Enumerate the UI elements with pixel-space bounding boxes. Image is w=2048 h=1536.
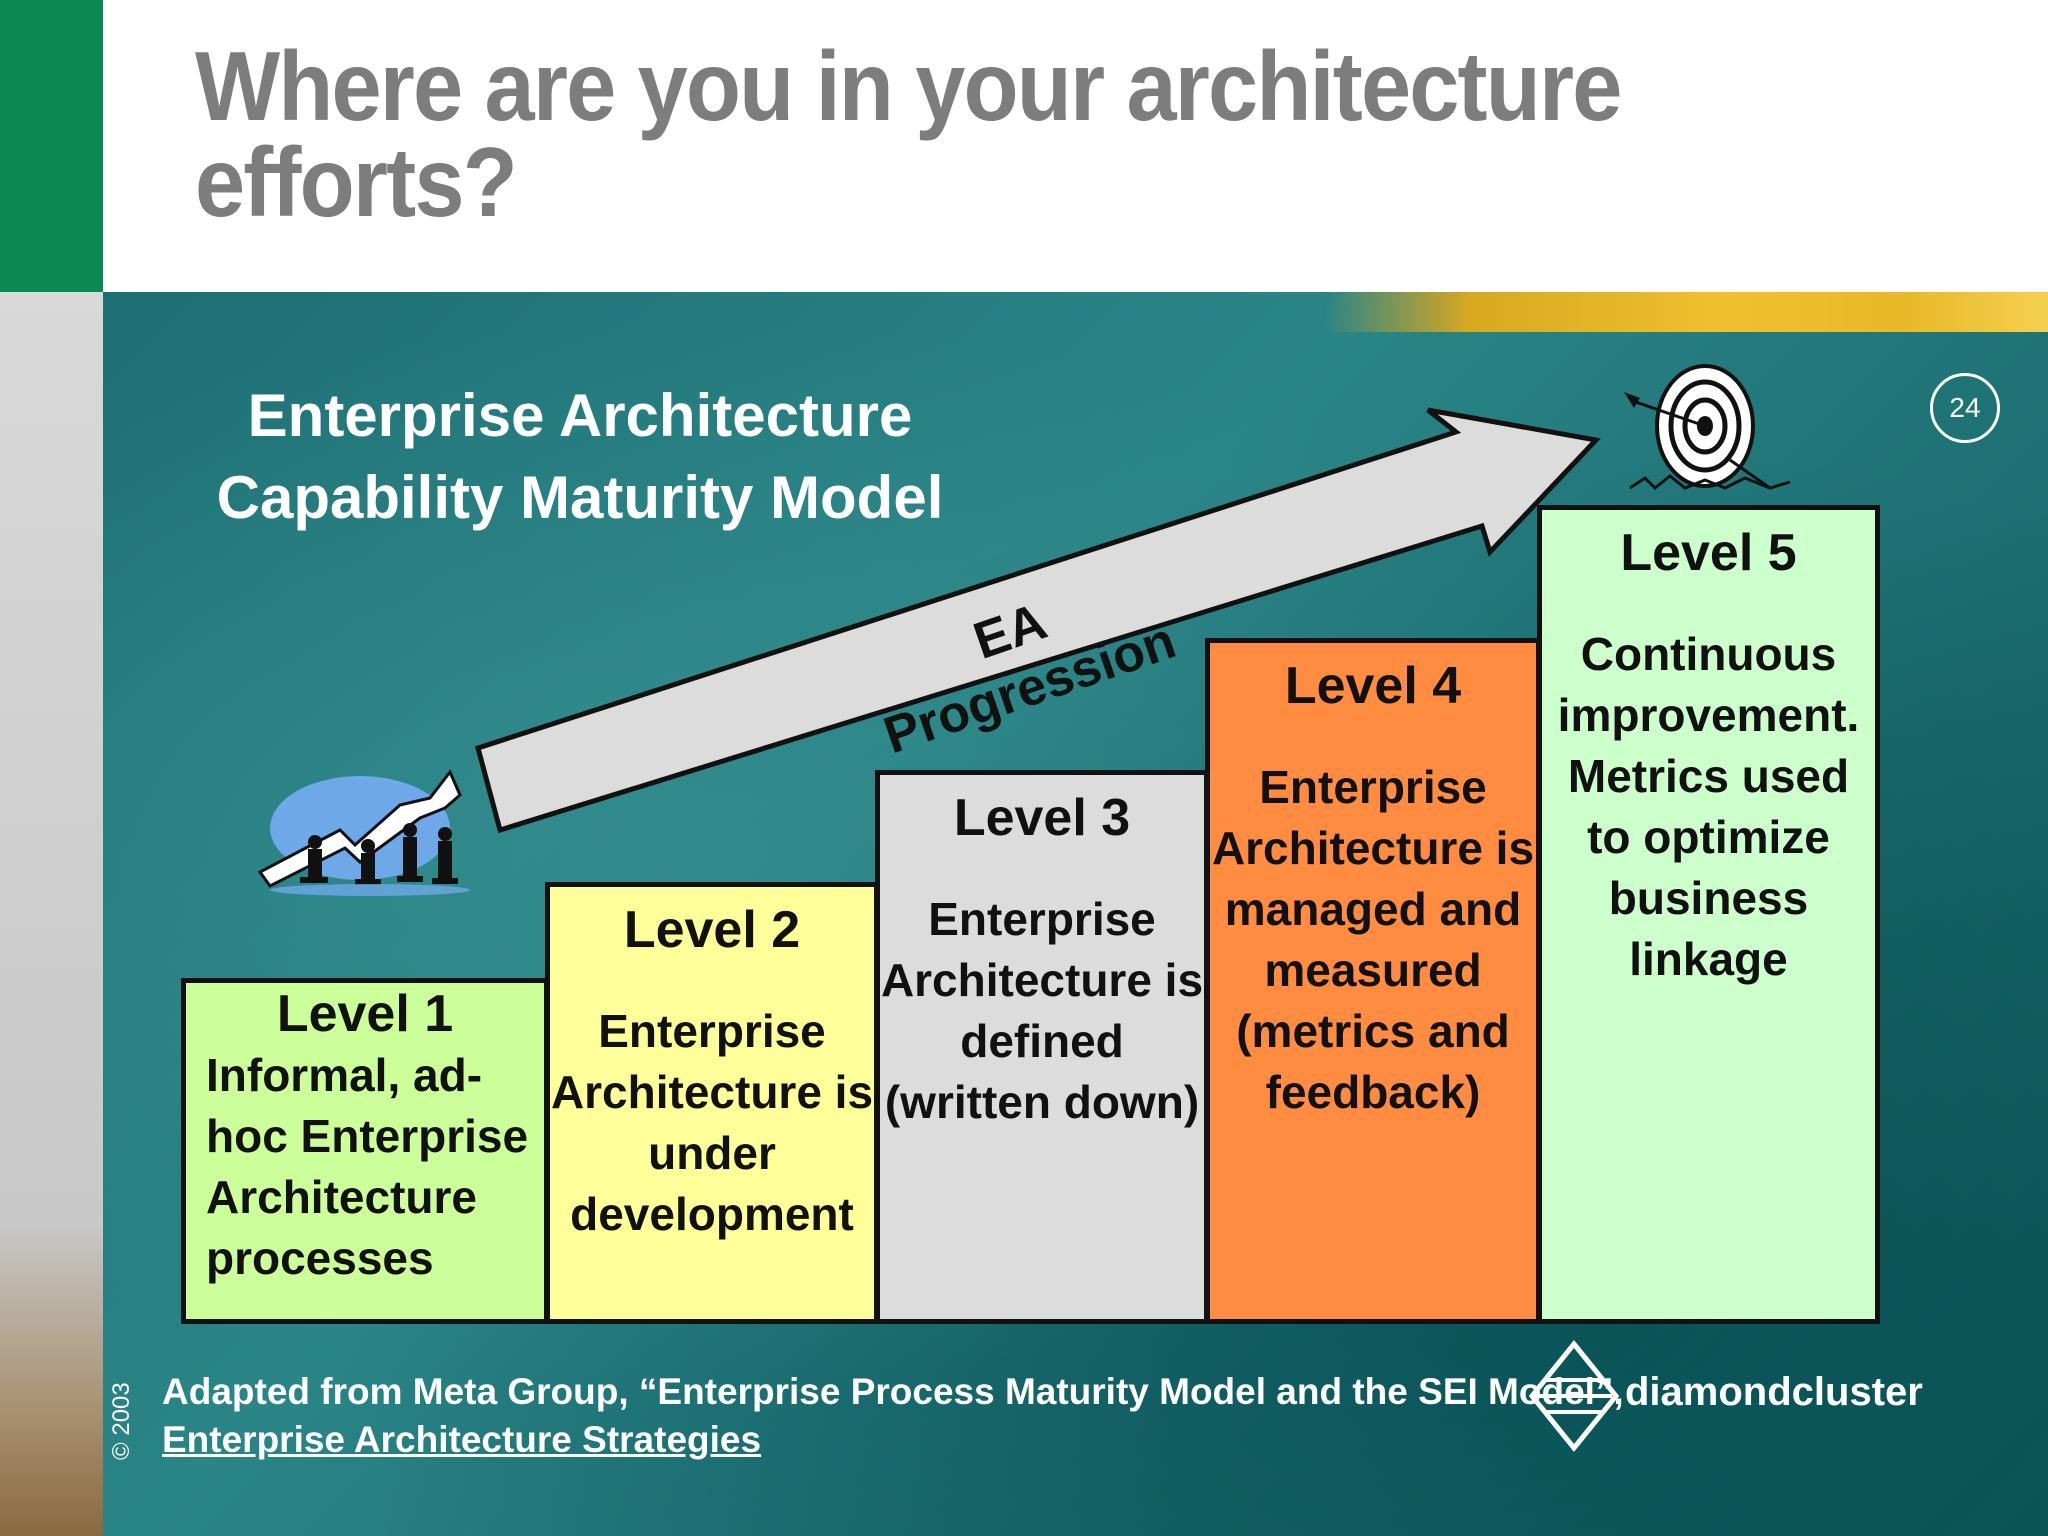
diamond-logo-icon	[1528, 1340, 1620, 1452]
title-area	[103, 0, 2048, 292]
level-5-label: Level 5	[1620, 524, 1797, 582]
brand-name: diamondcluster	[1625, 1370, 1923, 1414]
source-link[interactable]: Enterprise Architecture Strategies	[162, 1419, 762, 1460]
level-5-box: Level 5 Continuous improvement. Metrics …	[1537, 505, 1880, 1324]
level-3-description: Enterprise Architecture is defined (writ…	[880, 893, 1204, 1128]
level-2-description: Enterprise Architecture is under develop…	[550, 1005, 874, 1240]
gold-band	[1325, 292, 2048, 332]
level-1-box: Level 1 Informal, ad-hoc Enterprise Arch…	[181, 978, 549, 1324]
model-title-line1: Enterprise Architecture	[247, 382, 913, 449]
team-pushing-arrow-icon	[257, 769, 470, 896]
source-line-1: Adapted from Meta Group, “Enterprise Pro…	[162, 1371, 1624, 1412]
level-2-label: Level 2	[623, 901, 801, 959]
left-gray-strip	[0, 292, 103, 1536]
copyright: © 2003	[108, 1382, 135, 1460]
level-1-label: Level 1	[276, 985, 454, 1043]
source-citation: Adapted from Meta Group, “Enterprise Pro…	[162, 1368, 1624, 1464]
level-4-box: Level 4 Enterprise Architecture is manag…	[1205, 638, 1541, 1324]
level-4-description: Enterprise Architecture is managed and m…	[1211, 761, 1535, 1118]
progression-arrow-shape	[474, 407, 1602, 834]
level-4-label: Level 4	[1284, 657, 1462, 715]
left-green-strip	[0, 0, 103, 292]
level-3-box: Level 3 Enterprise Architecture is defin…	[875, 770, 1209, 1324]
page-number-badge: 24	[1930, 373, 2000, 443]
level-2-box: Level 2 Enterprise Architecture is under…	[545, 882, 879, 1324]
target-with-arrow-icon	[1624, 364, 1791, 491]
level-5-description: Continuous improvement. Metrics used to …	[1557, 628, 1860, 985]
slide-title: Where are you in your architecture effor…	[195, 31, 1622, 237]
level-3-label: Level 3	[953, 789, 1131, 847]
model-title: Enterprise Architecture Capability Matur…	[190, 375, 970, 539]
model-title-line2: Capability Maturity Model	[216, 464, 944, 531]
level-1-description: Informal, ad-hoc Enterprise Architecture…	[206, 1049, 529, 1284]
